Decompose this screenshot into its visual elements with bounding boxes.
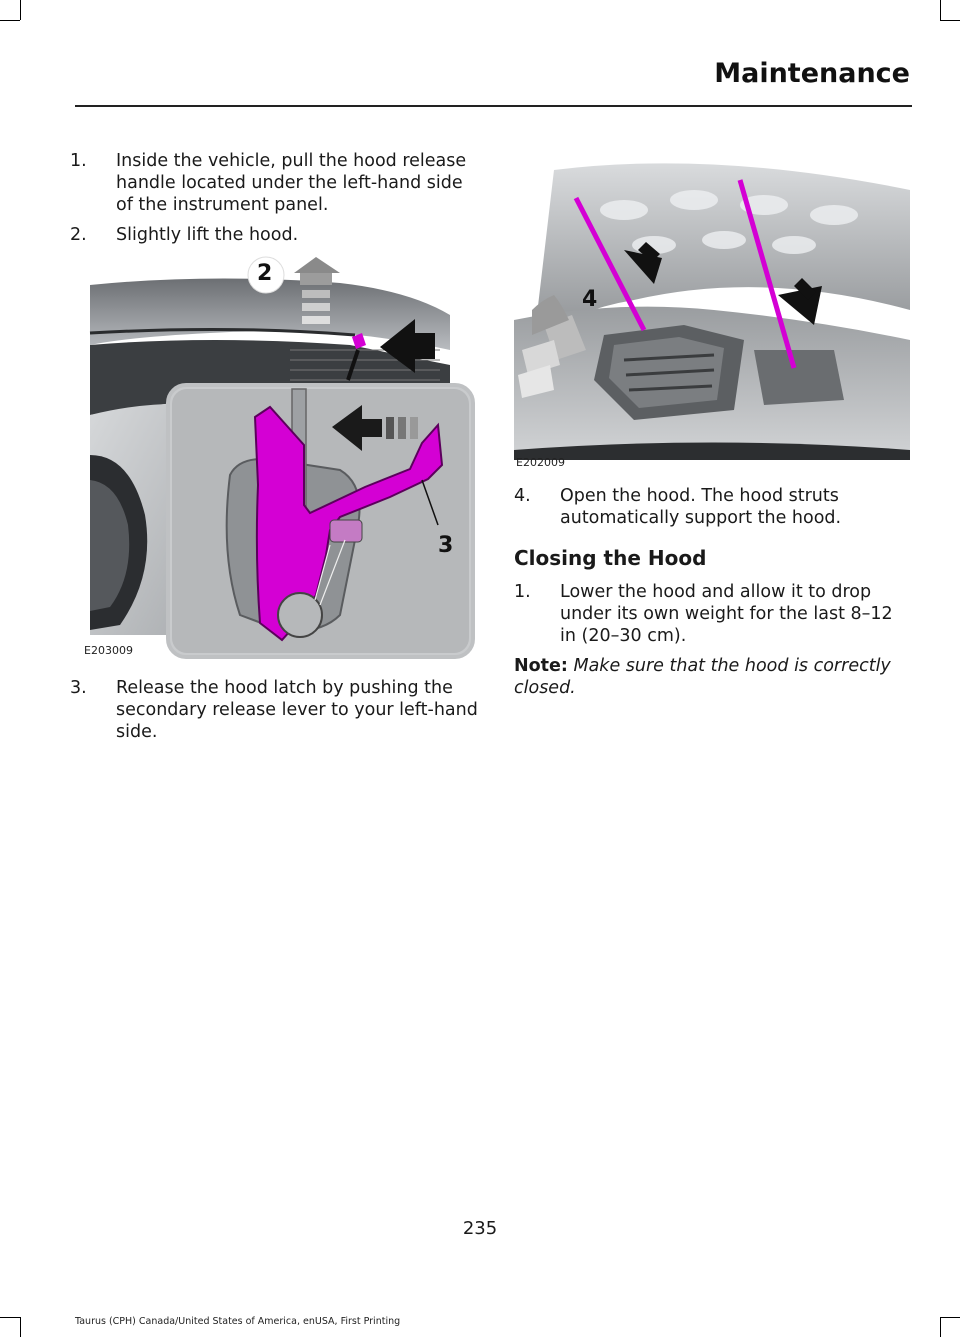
step-number: 3. [70,678,87,698]
list-item: 1. Lower the hood and allow it to drop u… [514,581,910,647]
open-arrow-icon [518,295,586,398]
crop-mark [20,0,21,20]
crop-mark [940,20,960,21]
left-steps-bottom: 3. Release the hood latch by pushing the… [70,677,480,751]
list-item: 4. Open the hood. The hood struts automa… [514,485,910,529]
page-title: Maintenance [714,58,910,89]
step-number: 2. [70,225,87,245]
crop-mark [940,1317,960,1318]
step-number: 4. [514,486,531,506]
page-number: 235 [462,1218,498,1239]
hood-strut-left [573,196,647,332]
section-heading: Closing the Hood [514,546,707,570]
callout-4: 4 [582,287,598,312]
lift-arrow-icon [294,257,340,324]
figure-id: E202009 [516,456,565,469]
hood-release-illustration [89,255,480,665]
crop-mark [20,1317,21,1337]
step-text: Lower the hood and allow it to drop unde… [560,582,893,646]
step-text: Inside the vehicle, pull the hood releas… [116,151,467,215]
crop-mark [0,20,20,21]
crop-mark [0,1317,20,1318]
crop-mark [940,1317,941,1337]
right-text: 4. Open the hood. The hood struts automa… [514,485,910,699]
list-item: 1. Inside the vehicle, pull the hood rel… [70,150,480,216]
note-label: Note: [514,656,568,676]
step-text: Slightly lift the hood. [116,225,299,245]
footer-text: Taurus (CPH) Canada/United States of Ame… [75,1316,401,1327]
step-text: Release the hood latch by pushing the se… [116,678,478,742]
note-text: Make sure that the hood is correctly clo… [514,656,891,698]
note: Note: Make sure that the hood is correct… [514,655,910,699]
list-item: 2. Slightly lift the hood. [70,224,480,246]
callout-3: 3 [438,533,454,558]
callout-2: 2 [257,261,273,286]
hood-struts-illustration [514,150,910,472]
step-number: 1. [514,582,531,602]
step-text: Open the hood. The hood struts automatic… [560,486,842,528]
header-rule [75,105,912,107]
figure-hood-release: 2 3 E203009 [84,255,480,665]
list-item: 3. Release the hood latch by pushing the… [70,677,480,743]
left-steps-top: 1. Inside the vehicle, pull the hood rel… [70,150,480,254]
hood-strut-right [737,179,797,369]
figure-id: E203009 [84,644,133,657]
step-number: 1. [70,151,87,171]
figure-hood-struts: 4 E202009 [514,150,910,472]
push-arrow-icon [332,405,418,451]
crop-mark [940,0,941,20]
